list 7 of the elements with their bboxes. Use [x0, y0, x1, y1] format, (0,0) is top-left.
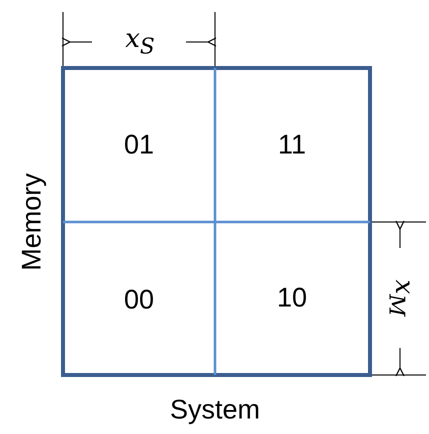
axis-label: Memory: [18, 173, 46, 271]
cell-value: 10: [276, 284, 308, 312]
cell-value: 11: [278, 132, 306, 158]
cell-value: 01: [124, 132, 154, 158]
axis-label: System: [170, 396, 260, 424]
dimension-label: x$_{S}$: [125, 26, 155, 58]
cell-value: 00: [124, 286, 154, 314]
